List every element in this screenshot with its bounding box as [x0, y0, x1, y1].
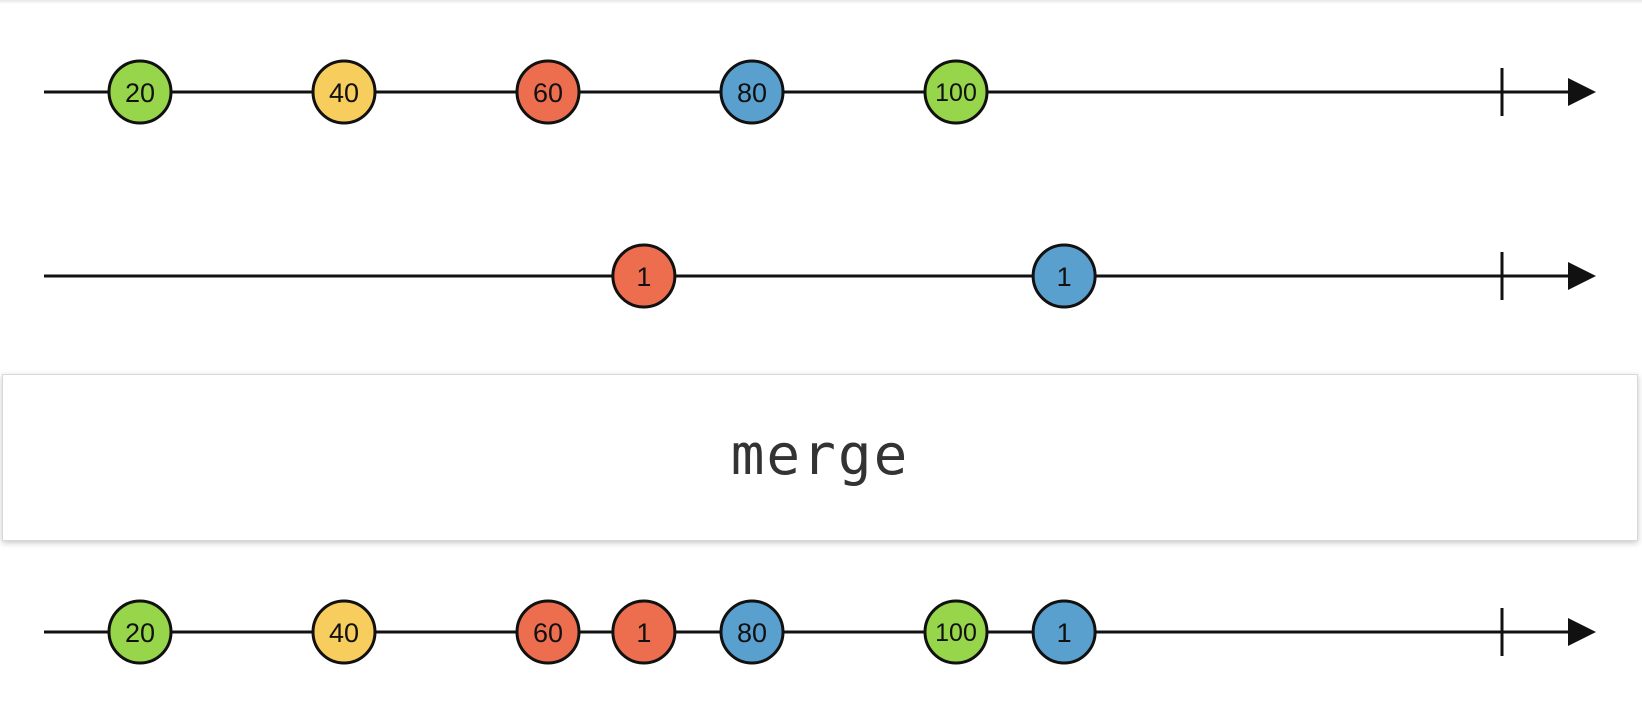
marble: 60: [515, 599, 581, 665]
marble-circle: [611, 599, 677, 665]
marble-label: 1: [636, 618, 651, 648]
marble: 20: [107, 599, 173, 665]
marble-label: 60: [533, 618, 563, 648]
marble-circle: [923, 599, 989, 665]
marble-circle: [515, 599, 581, 665]
operator-label: merge: [730, 422, 910, 488]
marble: 100: [923, 59, 989, 125]
marble: 1: [611, 243, 677, 309]
marble: 80: [719, 599, 785, 665]
marble-circle: [1031, 243, 1097, 309]
marble-circle: [923, 59, 989, 125]
marble-label: 60: [533, 78, 563, 108]
marble-circle: [107, 59, 173, 125]
marble-circle: [719, 59, 785, 125]
marble-label: 40: [329, 618, 359, 648]
timeline-arrow-icon: [1568, 78, 1596, 106]
timeline-output: 20 40 60 1 80 100 1: [44, 599, 1596, 665]
marble: 100: [923, 599, 989, 665]
marble-circle: [515, 59, 581, 125]
marble: 1: [1031, 243, 1097, 309]
marble-label: 1: [1057, 618, 1072, 648]
marble-label: 20: [125, 78, 155, 108]
marble: 80: [719, 59, 785, 125]
marble-label: 100: [935, 79, 977, 107]
marble-label: 40: [329, 78, 359, 108]
marble-circle: [311, 599, 377, 665]
marble: 1: [1031, 599, 1097, 665]
marble-circle: [1031, 599, 1097, 665]
marble: 20: [107, 59, 173, 125]
marble: 1: [611, 599, 677, 665]
marble-label: 20: [125, 618, 155, 648]
marble-label: 100: [935, 619, 977, 647]
marble: 40: [311, 599, 377, 665]
marble-label: 80: [737, 78, 767, 108]
marble-label: 80: [737, 618, 767, 648]
timeline-arrow-icon: [1568, 262, 1596, 290]
operator-box: merge: [2, 374, 1638, 541]
marble-circle: [311, 59, 377, 125]
marble-circle: [719, 599, 785, 665]
timeline-input-1: 20 40 60 80 100: [44, 59, 1596, 125]
marble: 40: [311, 59, 377, 125]
top-edge-shadow: [0, 0, 1642, 4]
marble: 60: [515, 59, 581, 125]
marble-label: 1: [1057, 262, 1072, 292]
marble-label: 1: [636, 262, 651, 292]
marble-circle: [611, 243, 677, 309]
marble-circle: [107, 599, 173, 665]
timeline-arrow-icon: [1568, 618, 1596, 646]
